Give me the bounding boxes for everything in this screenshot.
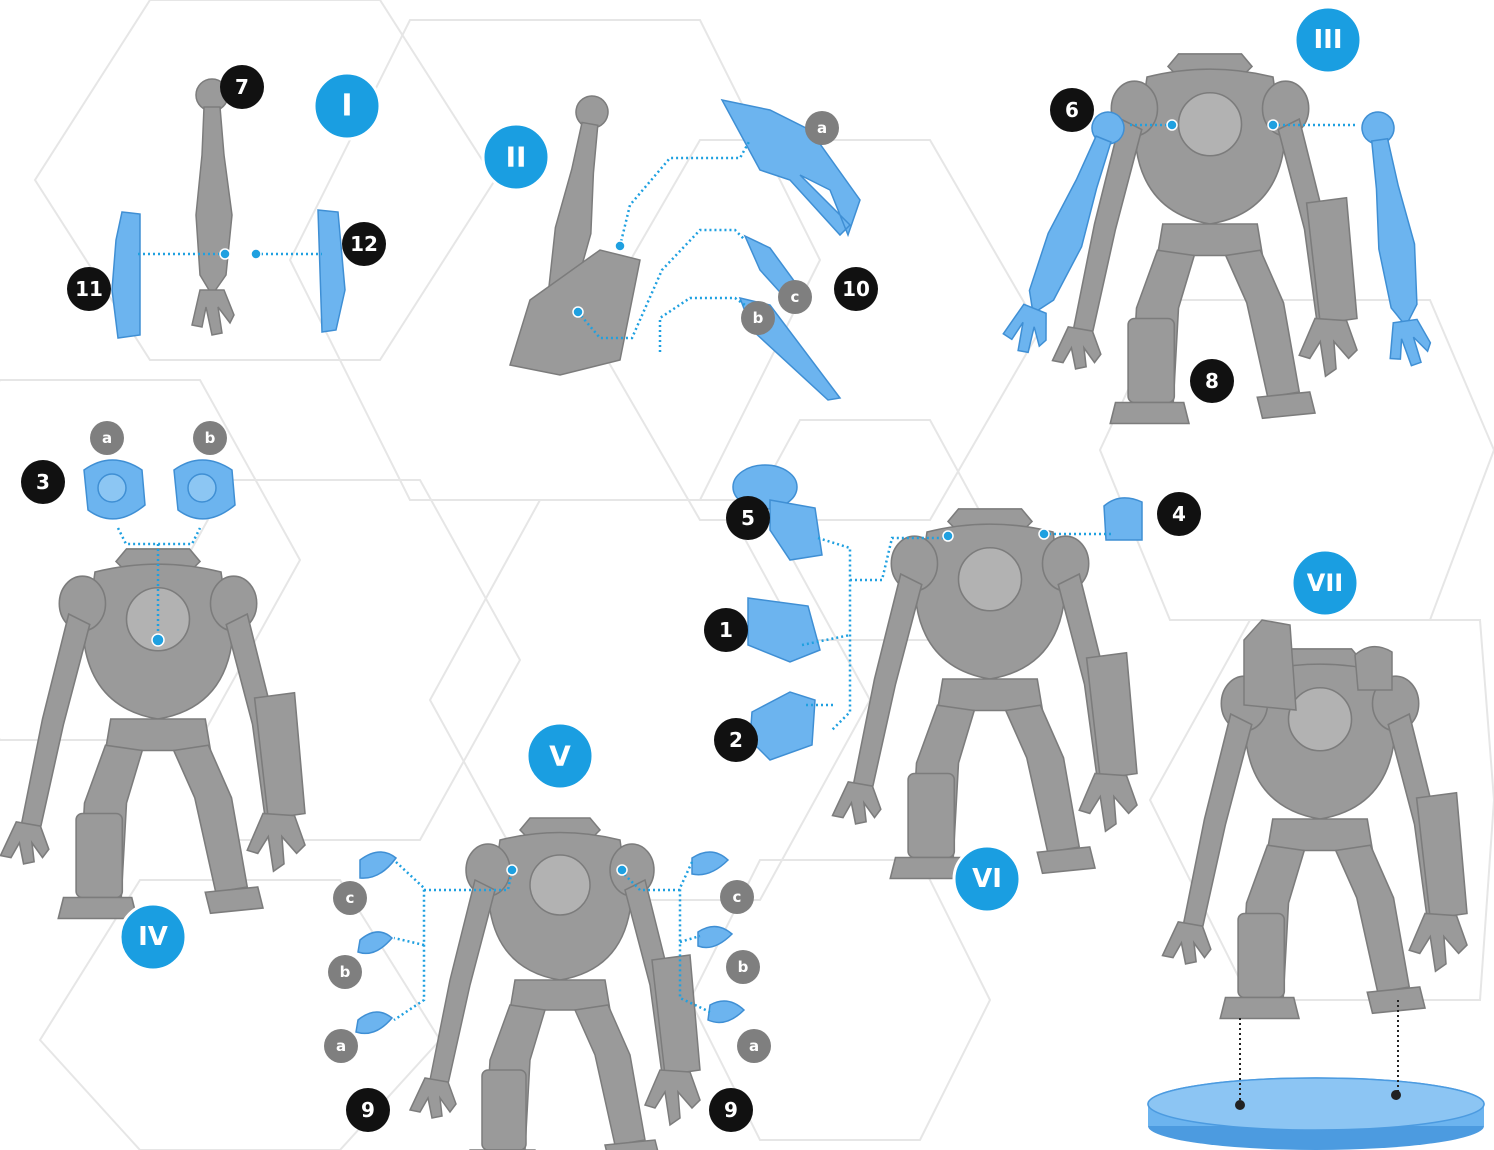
svg-text:b: b xyxy=(205,429,216,447)
svg-text:VII: VII xyxy=(1307,569,1343,597)
svg-text:II: II xyxy=(506,141,527,174)
part-number-7: 7 xyxy=(220,65,264,109)
base-disc xyxy=(1148,1078,1484,1150)
blade-part xyxy=(708,1001,744,1022)
blade-part xyxy=(692,852,728,875)
step-7-group xyxy=(1148,620,1484,1150)
svg-text:6: 6 xyxy=(1065,98,1079,122)
arm-part xyxy=(192,79,234,335)
step-4-group xyxy=(1,460,306,919)
part-number-3: 3 xyxy=(21,460,65,504)
robot-model xyxy=(1163,649,1468,1019)
svg-text:5: 5 xyxy=(741,506,755,530)
robot-model xyxy=(833,509,1138,879)
svg-text:b: b xyxy=(738,958,749,976)
svg-text:8: 8 xyxy=(1205,369,1219,393)
svg-text:c: c xyxy=(733,888,742,906)
step-6-group xyxy=(733,465,1142,879)
svg-text:1: 1 xyxy=(719,618,733,642)
svg-text:11: 11 xyxy=(75,277,103,301)
weapon-part xyxy=(748,598,820,662)
svg-text:a: a xyxy=(749,1037,759,1055)
svg-text:7: 7 xyxy=(235,75,249,99)
variant-badge-4b: b xyxy=(193,421,227,455)
variant-badge-5-left-c: c xyxy=(333,881,367,915)
svg-text:4: 4 xyxy=(1172,502,1186,526)
robot-model xyxy=(410,818,700,1150)
variant-badge-2b: b xyxy=(741,301,775,335)
part-number-1: 1 xyxy=(704,608,748,652)
step-badge-7: VII xyxy=(1292,550,1358,616)
svg-text:10: 10 xyxy=(842,277,870,301)
svg-text:b: b xyxy=(753,309,764,327)
variant-badge-4a: a xyxy=(90,421,124,455)
part-number-10: 10 xyxy=(834,267,878,311)
svg-text:IV: IV xyxy=(138,922,168,952)
part-number-2: 2 xyxy=(714,718,758,762)
part-number-9-right: 9 xyxy=(709,1088,753,1132)
variant-badge-5-left-b: b xyxy=(328,955,362,989)
svg-text:V: V xyxy=(549,740,571,773)
step-badge-6: VI xyxy=(954,846,1020,912)
svg-text:c: c xyxy=(791,288,800,306)
step-badge-3: III xyxy=(1295,7,1361,73)
head-part xyxy=(84,460,145,519)
part-number-8: 8 xyxy=(1190,359,1234,403)
svg-text:III: III xyxy=(1313,25,1342,55)
svg-text:I: I xyxy=(341,89,352,124)
svg-text:9: 9 xyxy=(361,1098,375,1122)
arm-part xyxy=(1356,109,1433,368)
variant-badge-5-left-a: a xyxy=(324,1029,358,1063)
head-part xyxy=(174,460,235,519)
part-number-5: 5 xyxy=(726,496,770,540)
step-badge-1: I xyxy=(314,73,380,139)
variant-badge-5-right-c: c xyxy=(720,880,754,914)
part-number-9-left: 9 xyxy=(346,1088,390,1132)
svg-text:2: 2 xyxy=(729,728,743,752)
svg-text:a: a xyxy=(817,119,827,137)
svg-text:VI: VI xyxy=(972,864,1002,894)
part-number-11: 11 xyxy=(67,267,111,311)
svg-text:b: b xyxy=(340,963,351,981)
step-badge-5: V xyxy=(527,723,593,789)
variant-badge-5-right-b: b xyxy=(726,950,760,984)
variant-badge-2c: c xyxy=(778,280,812,314)
step-5-group xyxy=(356,818,744,1150)
part-number-4: 4 xyxy=(1157,492,1201,536)
variant-badge-5-right-a: a xyxy=(737,1029,771,1063)
shoulder-pad-part xyxy=(112,212,140,338)
svg-text:3: 3 xyxy=(36,470,50,494)
svg-text:12: 12 xyxy=(350,232,378,256)
shoulder-pad-part xyxy=(318,210,345,332)
blade-part xyxy=(698,926,732,947)
step-2-group xyxy=(510,93,860,400)
svg-text:9: 9 xyxy=(724,1098,738,1122)
step-badge-4: IV xyxy=(120,904,186,970)
svg-text:a: a xyxy=(336,1037,346,1055)
claw-part xyxy=(722,100,860,235)
svg-text:a: a xyxy=(102,429,112,447)
part-number-6: 6 xyxy=(1050,88,1094,132)
variant-badge-2a: a xyxy=(805,111,839,145)
weapon-part xyxy=(750,692,815,760)
svg-text:c: c xyxy=(346,889,355,907)
part-number-12: 12 xyxy=(342,222,386,266)
blade-part xyxy=(358,932,392,953)
blade-part xyxy=(356,1012,392,1033)
robot-model xyxy=(1,549,306,919)
step-badge-2: II xyxy=(483,124,549,190)
blade-part xyxy=(360,852,396,878)
